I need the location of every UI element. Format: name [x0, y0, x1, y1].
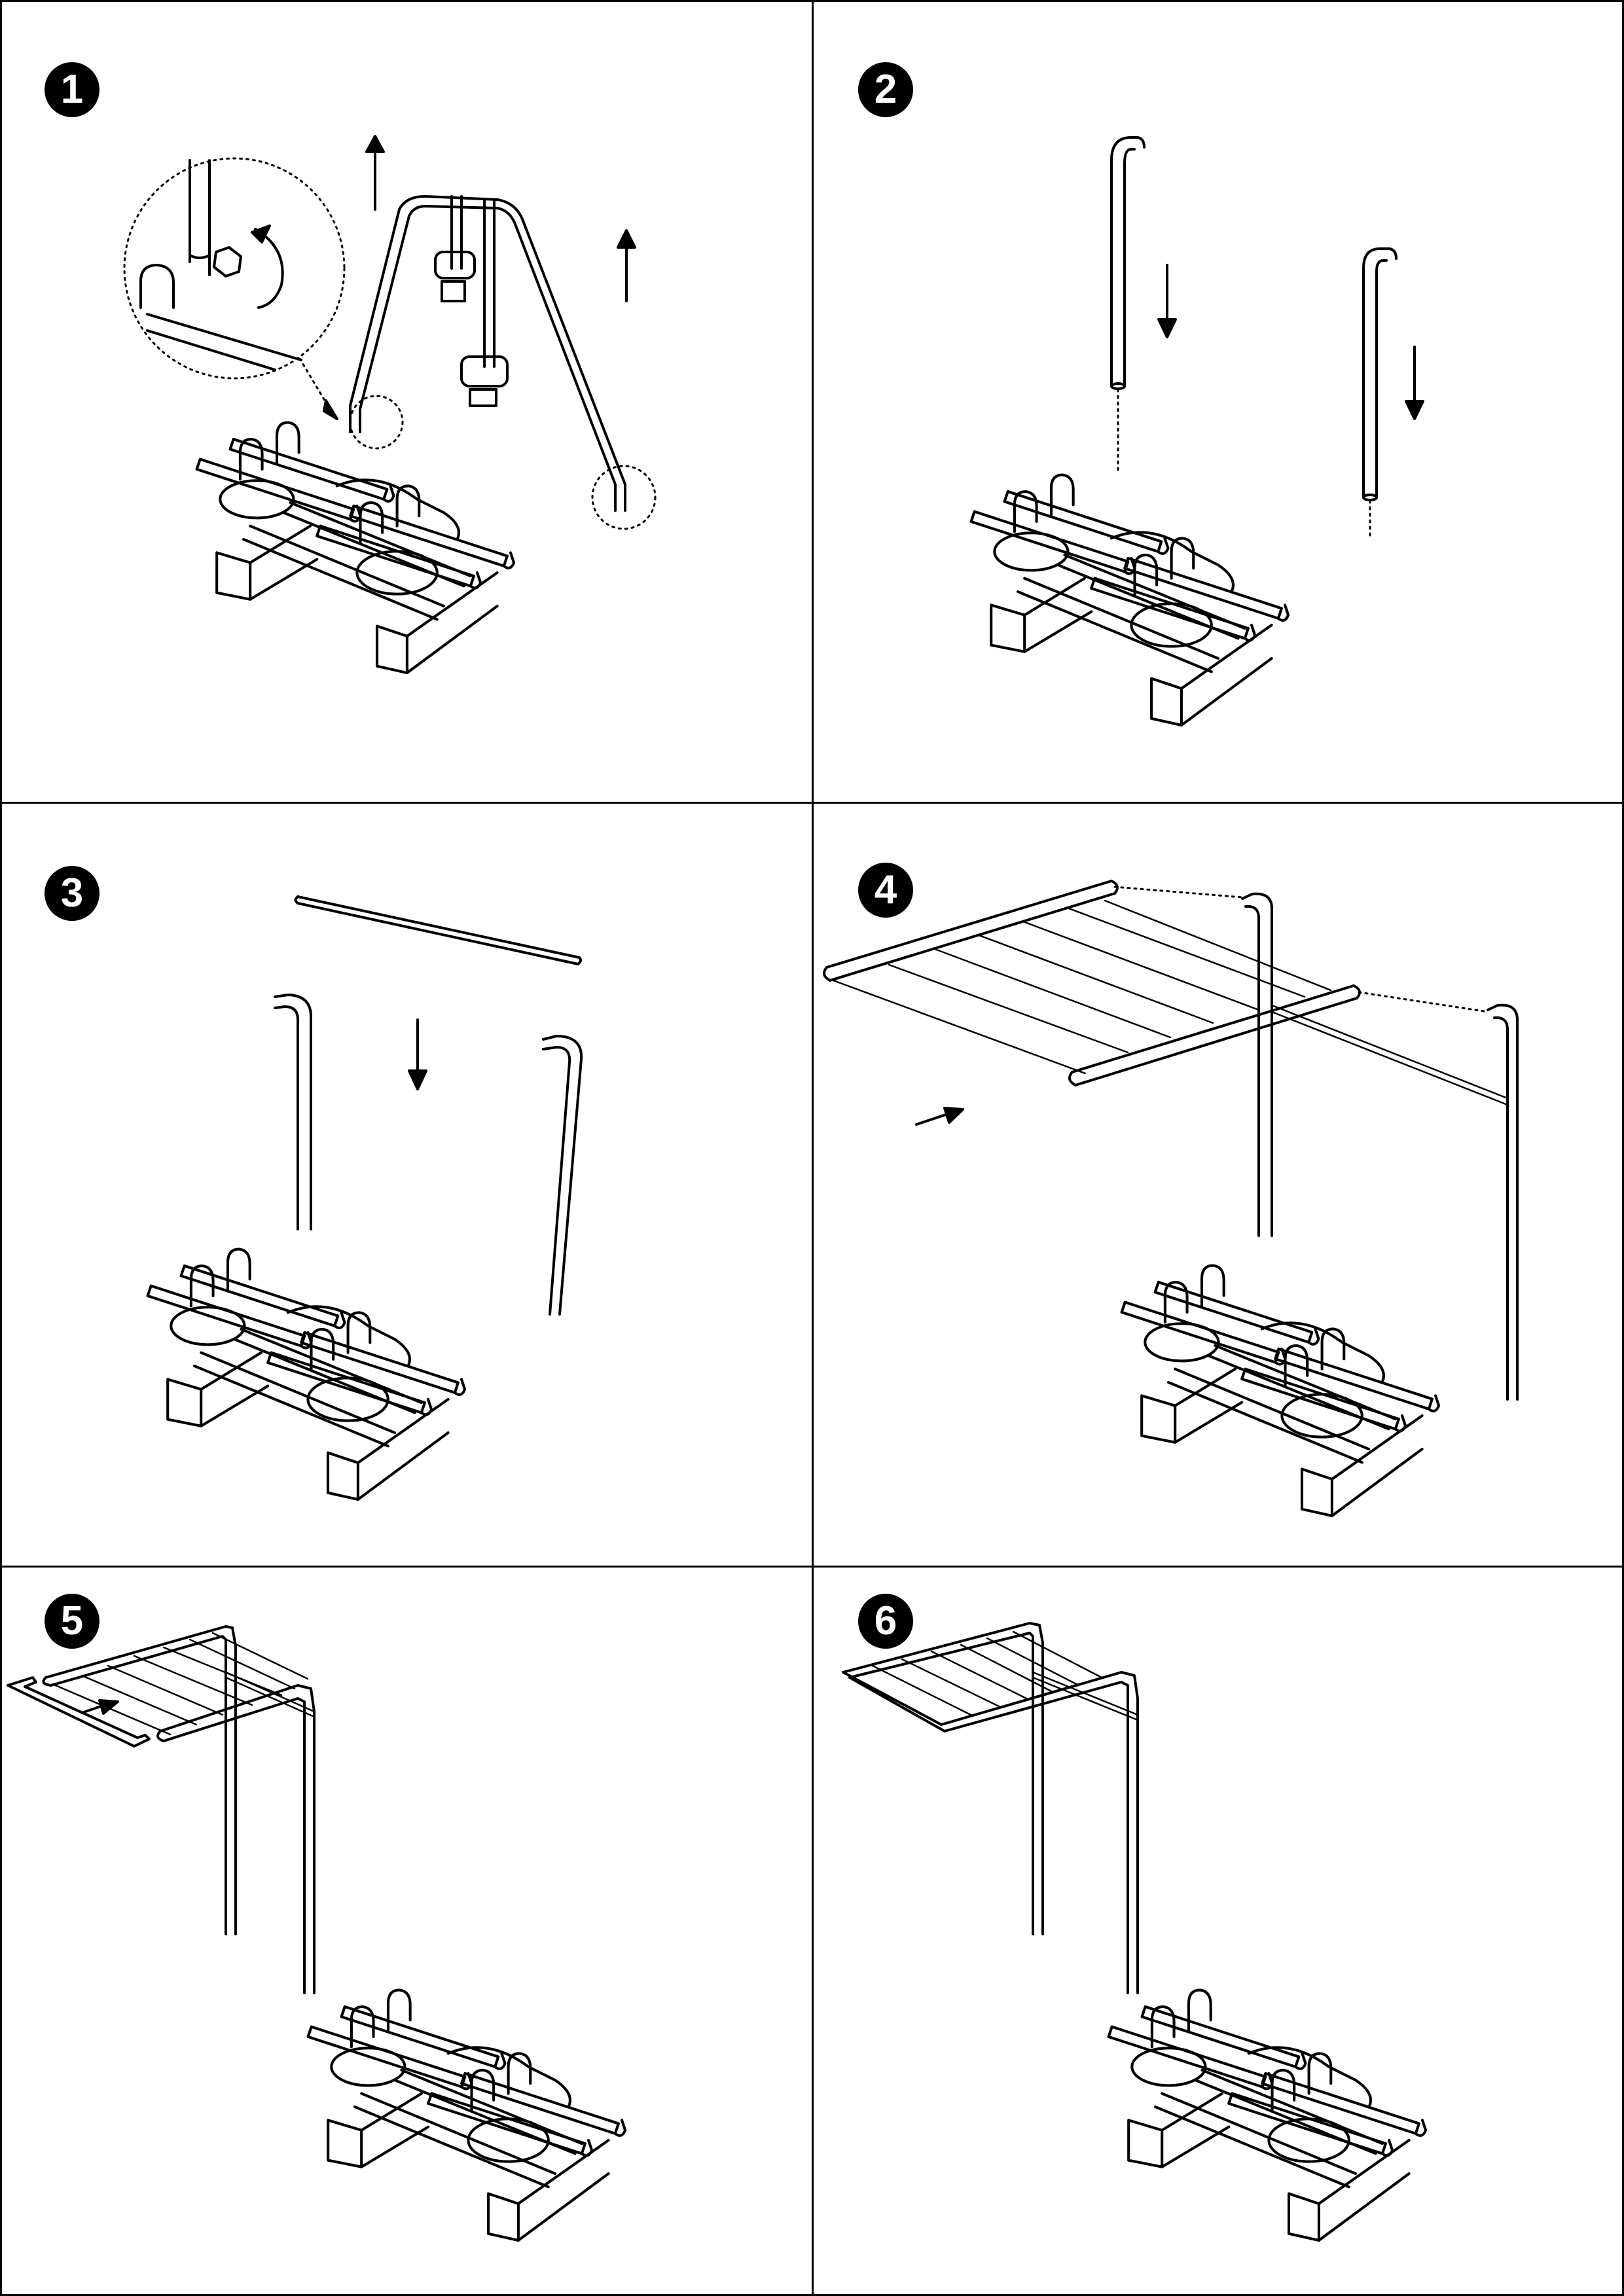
step-number-badge: 6	[858, 1594, 913, 1649]
upright-post-right	[1362, 247, 1398, 501]
step-panel-5: 5	[0, 1568, 812, 2296]
step-4-illustration	[823, 880, 1519, 1566]
drying-frame-complete	[842, 1622, 1139, 1994]
cross-bar	[294, 895, 583, 965]
step-panel-2: 2	[814, 0, 1624, 802]
up-arrow-icon	[365, 135, 385, 211]
step-number-badge: 3	[45, 866, 99, 921]
step-number-badge: 5	[45, 1594, 99, 1649]
step-1-illustration	[123, 135, 657, 802]
panel-divider-horizontal-2	[0, 1566, 1624, 1568]
down-arrow-icon	[1157, 264, 1177, 338]
step-number-badge: 2	[858, 62, 913, 117]
step-3-illustration	[0, 895, 583, 1566]
rack-base-drawing	[1122, 1266, 1439, 1516]
step-6-illustration	[842, 1622, 1624, 2296]
end-cap	[7, 1676, 151, 1748]
step-panel-6: 6	[814, 1568, 1624, 2296]
drying-frame	[823, 880, 1361, 1086]
upright-post-left	[1110, 136, 1146, 390]
step-number-badge: 4	[858, 863, 913, 918]
knob-icon	[213, 246, 242, 278]
up-arrow-icon	[617, 229, 636, 302]
bike-frame	[349, 195, 626, 512]
step-number-badge: 1	[45, 62, 99, 117]
push-arrow-icon	[81, 1699, 119, 1715]
step-2-illustration	[814, 136, 1424, 802]
rack-base-drawing	[971, 475, 1289, 726]
rack-base-drawing	[308, 1990, 625, 2241]
step-panel-1: 1	[0, 0, 812, 802]
rack-base-drawing	[148, 1249, 465, 1500]
step-5-illustration	[7, 1625, 812, 2296]
panel-divider-horizontal-1	[0, 802, 1624, 804]
step-panel-3: 3	[0, 804, 812, 1566]
push-arrow-icon	[915, 1107, 964, 1126]
panel-divider-vertical	[812, 0, 814, 2296]
clamp-knob	[460, 355, 509, 387]
down-arrow-icon	[408, 1018, 427, 1090]
step-panel-4: 4	[814, 804, 1624, 1566]
detail-magnifier-circle	[123, 157, 346, 380]
rotate-arrow-icon	[254, 228, 284, 309]
down-arrow-icon	[1405, 346, 1424, 420]
drying-frame	[42, 1625, 316, 1994]
clamp-knob	[434, 251, 476, 279]
rack-base-drawing	[1109, 1990, 1426, 2241]
rack-base-drawing	[197, 423, 514, 673]
